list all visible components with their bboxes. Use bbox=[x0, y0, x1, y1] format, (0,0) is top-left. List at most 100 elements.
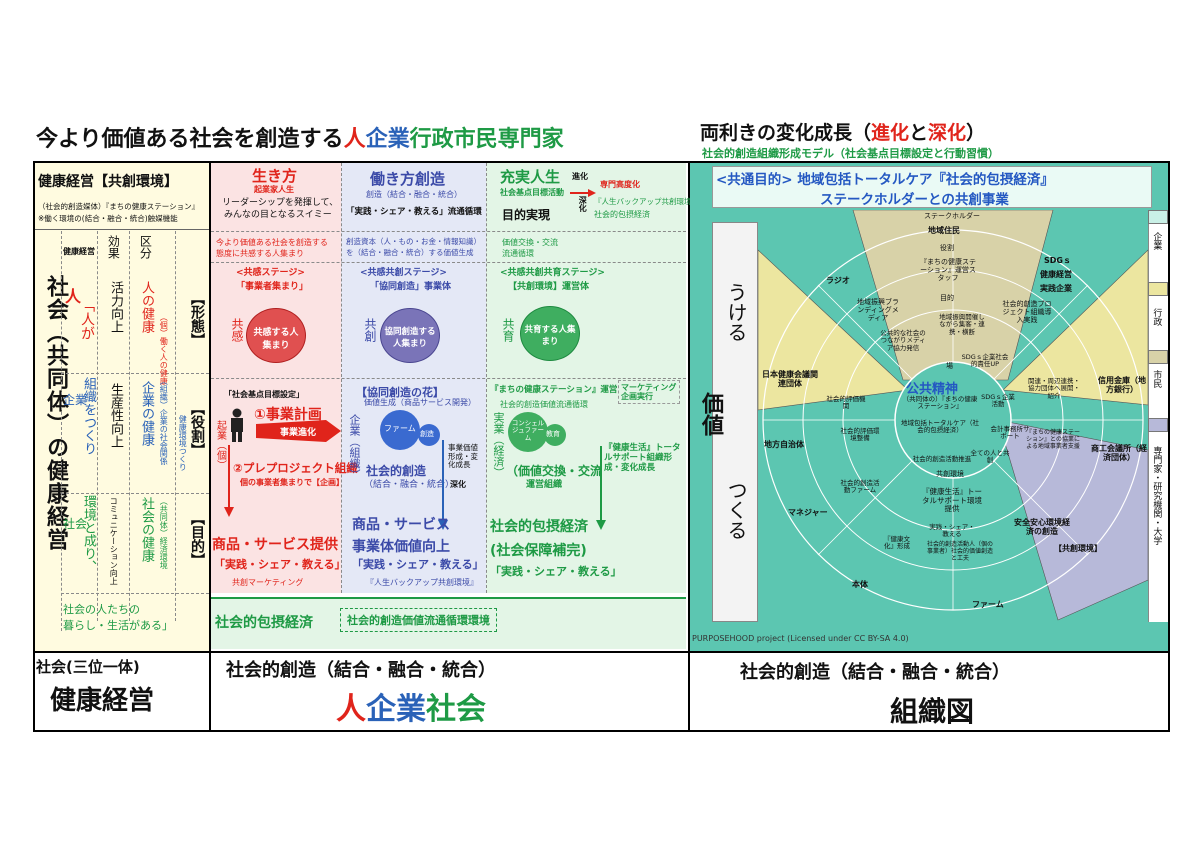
kyoso: 共創環境 bbox=[936, 470, 964, 478]
col2-kyo: 共創 bbox=[363, 318, 377, 342]
col2-deep: 深化 bbox=[450, 480, 466, 489]
person-icon bbox=[226, 408, 248, 442]
koeki: 公共的な社会のつながりメディア協力発信 bbox=[880, 329, 926, 352]
col3-life: 『健康生活』トータルサポート組織形成・変化成長 bbox=[604, 443, 681, 473]
kigyo-label: 企業 bbox=[63, 393, 88, 407]
divider-right bbox=[688, 161, 690, 732]
col3-mkt: マーケティング企画実行 bbox=[618, 380, 680, 405]
kasseika: 社会的創造活動推進 bbox=[912, 455, 972, 463]
col2-note: 『人生バックアップ共創環境』 bbox=[366, 578, 478, 587]
kachi-label: 価値 bbox=[698, 392, 723, 436]
col3-sub2: 目的実現 bbox=[502, 208, 551, 222]
col2-value: 事業体価値向上 bbox=[352, 539, 450, 555]
col3-circle bbox=[520, 306, 580, 361]
sdgs-co2: SDGｓ企業活動 bbox=[981, 393, 1015, 409]
bottom-left-1: 社会(三位一体) bbox=[36, 658, 140, 676]
col2-social-sub: （結合・融合・統合） bbox=[364, 480, 455, 490]
col1-kigyo: 起業（個） bbox=[214, 420, 226, 470]
legend-gyosei: 行政 bbox=[1151, 308, 1162, 326]
honbu: 本体 bbox=[852, 580, 868, 589]
radio: ラジオ bbox=[826, 276, 850, 285]
col1-stage: <共感ステージ> bbox=[236, 268, 305, 278]
col3-kyo: 共育 bbox=[501, 318, 515, 342]
col3-welfare: (社会保障補完) bbox=[490, 543, 587, 559]
left-big-vertical: 社会（共同体）の健康経営 bbox=[43, 275, 68, 551]
legend-senmon: 専門家・研究機関・大学 bbox=[1151, 446, 1162, 545]
jiba: 場 bbox=[946, 362, 953, 370]
middle-footer bbox=[211, 597, 686, 649]
kyoso-box: 【共創環境】 bbox=[1054, 544, 1102, 553]
col1-down-arrow bbox=[224, 445, 234, 517]
katsuryoku: 活力向上 bbox=[108, 281, 123, 333]
license: PURPOSEHOOD project (Licensed under CC B… bbox=[692, 634, 909, 643]
bottom-right-1: 社会的創造（結合・融合・統合） bbox=[740, 662, 1010, 683]
kaikei: 会計事務所サポート bbox=[990, 425, 1030, 441]
hito-kenko: 人の健康 bbox=[139, 281, 154, 333]
col-health-label: 健康経営 bbox=[63, 247, 95, 256]
jissen-co: 実践・シェア・教える bbox=[929, 523, 975, 539]
col1-practice: 「実践・シェア・教える」 bbox=[214, 558, 346, 571]
col3-station-sub: 社会的創造価値流通循環 bbox=[500, 400, 588, 409]
farm: ファーム bbox=[972, 600, 1004, 609]
stakeholder: ステークホルダー bbox=[924, 212, 980, 220]
col2-circle bbox=[380, 308, 440, 363]
left-panel: 健康経営【共創環境】 （社会的創造媒体）『まちの健康ステーション』 ※働く環境の… bbox=[35, 163, 209, 651]
col2-farm-circle bbox=[380, 410, 420, 450]
shakai-farm: 社会的創造活動ファーム bbox=[840, 479, 880, 495]
col1-sub2: リーダーシップを発揮して、 bbox=[222, 198, 339, 208]
left-sub2: ※働く環境の(結合・融合・統合)触媒機能 bbox=[38, 214, 178, 223]
footer-cycle: 社会的創造価値流通循環環境 bbox=[340, 608, 497, 632]
col3-evo: 進化 bbox=[572, 172, 588, 181]
col3-evo-arrow bbox=[570, 182, 596, 197]
kigyo-kenko: 企業の健康 bbox=[139, 381, 154, 446]
person-quote: 「人が bbox=[79, 298, 95, 340]
ukeru-label: うける bbox=[724, 282, 748, 342]
col1-evo: 事業進化 bbox=[280, 428, 317, 438]
col-class-label: 区分 bbox=[138, 235, 153, 259]
col2-stage: <共感共創ステージ> bbox=[360, 268, 447, 278]
manager: マネジャー bbox=[788, 508, 828, 517]
yakuwari: 役割 bbox=[940, 244, 954, 252]
col3-note1: 『人生バックアップ共創環境』 bbox=[594, 197, 699, 206]
nihon: 日本健康会議関連団体 bbox=[762, 370, 818, 389]
col1-mkt: 共創マーケティング bbox=[232, 578, 304, 587]
col-effect-label: 効果 bbox=[106, 235, 121, 259]
col3-desc2: 流通循環 bbox=[502, 249, 534, 258]
mokuteki: 目的 bbox=[940, 294, 954, 302]
col3-con-circle bbox=[508, 412, 548, 452]
col2-sozo-circle bbox=[418, 424, 440, 446]
station-con: 『まちの健康ステーション』との協業による地域事業者支援 bbox=[1025, 429, 1080, 450]
kenko-sei: 『健康生活』トータルサポート環境提供 bbox=[922, 487, 982, 514]
col1-circle-label: 共感する人集まり bbox=[253, 328, 299, 351]
right-subtitle: 社会的創造組織形成モデル（社会基点目標設定と行動習慣） bbox=[702, 147, 999, 160]
col3-con: コンシェルジュファーム bbox=[511, 419, 545, 442]
col2-sub2: 「実践・シェア・教える」流通循環 bbox=[346, 207, 482, 217]
sdgs: SDGｓ bbox=[1044, 256, 1071, 265]
col1-stage2: 「事業者集まり」 bbox=[236, 282, 309, 292]
col2-side: 事業価値形成・変化成長 bbox=[448, 443, 478, 470]
col1-kyo: 共感 bbox=[230, 318, 244, 342]
left-title: 健康経営【共創環境】 bbox=[38, 174, 178, 190]
col1-title: 生き方 bbox=[252, 167, 298, 185]
col3-title: 充実人生 bbox=[500, 168, 561, 186]
legend-swatch-gyosei bbox=[1148, 282, 1168, 296]
hito-note: （個）働く人の健康 bbox=[159, 313, 169, 385]
col2-product: 商品・サービス bbox=[352, 517, 450, 533]
purpose-bracket: 【目的】 bbox=[189, 511, 205, 567]
shakai-kenko: 社会の健康 bbox=[139, 497, 154, 562]
chiho: 地方自治体 bbox=[764, 440, 804, 449]
right-title: 両利きの変化成長（進化と深化） bbox=[700, 122, 986, 144]
legend-swatch-kigyo bbox=[1148, 210, 1168, 224]
sdgs-co: SDGｓ企業社会的責任UP bbox=[961, 353, 1009, 369]
col1-circle bbox=[246, 308, 306, 363]
kaigi: 地域振興開催しながら集客・連携・横断 bbox=[939, 313, 985, 336]
bottom-note2: 暮らし・生活がある」 bbox=[63, 619, 173, 632]
kokyo: 公共精神 bbox=[906, 382, 959, 397]
comm: コミュニケーション向上 bbox=[109, 497, 119, 585]
col3-practice: 「実践・シェア・教える」 bbox=[490, 565, 622, 578]
col2-down-arrow bbox=[438, 440, 448, 530]
legend-kigyo: 企業 bbox=[1151, 232, 1162, 250]
col2-social: 社会的創造 bbox=[366, 464, 427, 478]
kankyo-seibi: 社会的評価環境整備 bbox=[840, 427, 880, 443]
seisansei: 生産性向上 bbox=[108, 383, 123, 448]
